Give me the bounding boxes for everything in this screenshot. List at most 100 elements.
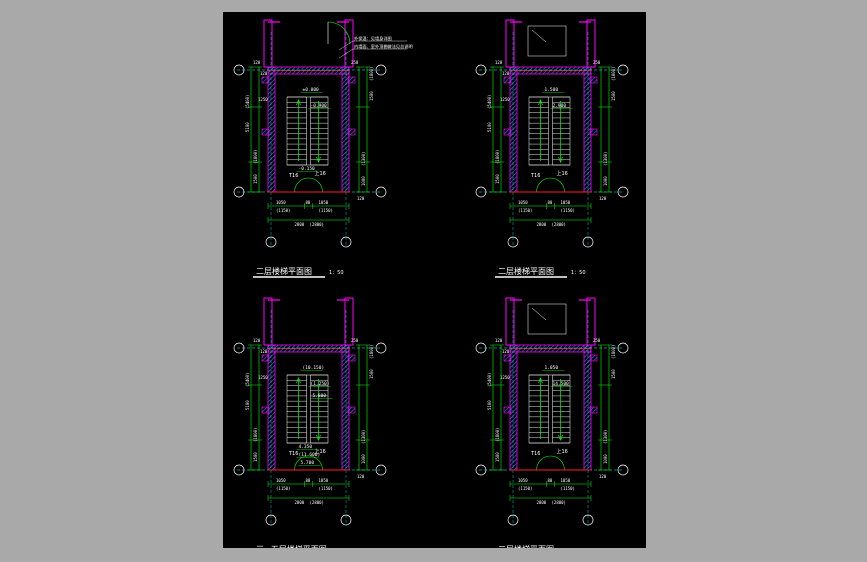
- wall-post: [589, 406, 598, 414]
- axis-bubble: [375, 342, 387, 354]
- dim-label-bottom: 1050: [561, 478, 571, 483]
- dim-label-bottom: (1150): [561, 208, 575, 213]
- stair-arrow-head: [538, 99, 543, 106]
- axis-bubble: [617, 342, 629, 354]
- stair-label: T16: [530, 173, 540, 179]
- dim-label-left: 5100: [487, 400, 492, 410]
- stair-arrow-head: [316, 156, 321, 163]
- wall-post: [261, 354, 270, 362]
- wall-projection-left: [505, 19, 515, 68]
- dim-label-left: (1800): [253, 150, 258, 164]
- stair-arrow-head: [558, 434, 563, 441]
- side-mark: 1250: [258, 97, 268, 102]
- dim-label-bottom: (2800): [552, 500, 566, 505]
- side-mark: 250: [351, 60, 359, 65]
- wall-post: [589, 354, 598, 362]
- dim-label-bottom: (1150): [276, 208, 290, 213]
- axis-bubble: [233, 186, 245, 198]
- dim-label-bottom: (1150): [276, 486, 290, 491]
- axis-bubble: [233, 64, 245, 76]
- dim-label-left: 5100: [487, 122, 492, 132]
- level-label: (1.250): [311, 381, 330, 387]
- stair-flight-outline: [528, 96, 571, 166]
- dim-label-bottom: 1050: [518, 478, 528, 483]
- dim-label-right: 1500: [611, 91, 616, 101]
- wall-post: [503, 354, 512, 362]
- axis-bubble: [375, 64, 387, 76]
- level-label: ±0.000: [303, 87, 320, 93]
- dim-label-right: 120: [357, 196, 365, 201]
- stair-flight-outline: [286, 374, 329, 444]
- stair-flight-outline: [286, 96, 329, 166]
- dim-label-left: 1500: [495, 452, 500, 462]
- stair-label: T16: [288, 173, 298, 179]
- wall-projection-left: [263, 297, 273, 346]
- door-swing-left: [294, 177, 309, 193]
- dim-label-right: 1000: [361, 176, 366, 186]
- stair-arrow-head: [296, 377, 301, 384]
- dim-label-bottom: (1150): [518, 208, 532, 213]
- dim-label-right: (1800): [369, 67, 374, 81]
- dim-label-left: (5400): [487, 373, 492, 387]
- door-swing-right: [550, 455, 565, 471]
- stair-direction: 上16: [315, 170, 326, 177]
- side-mark: 120: [260, 349, 268, 354]
- wall-post: [503, 128, 512, 136]
- axis-bubble: [582, 514, 594, 526]
- wall-post: [503, 76, 512, 84]
- dim-label-bottom: 80: [548, 478, 553, 483]
- dim-label-right: 1500: [369, 369, 374, 379]
- drawing-sheet: 1050 80 1050 (1150) (1150) 2800 (2800) 5100 (540…: [223, 12, 646, 548]
- stair-flight-outline: [528, 374, 571, 444]
- wall-post: [503, 406, 512, 414]
- axis-bubble: [375, 464, 387, 476]
- level-label: 1.050: [545, 365, 559, 371]
- door-swing-right: [308, 177, 323, 193]
- dim-label-right: 1000: [603, 454, 608, 464]
- dim-label-left: 120: [253, 338, 261, 343]
- dim-label-bottom: 80: [548, 200, 553, 205]
- side-mark: 1250: [500, 97, 510, 102]
- level-label: (11.600): [299, 452, 321, 458]
- dim-label-right: 1500: [369, 91, 374, 101]
- dim-label-bottom: (1150): [319, 208, 333, 213]
- dim-label-bottom: (1150): [319, 486, 333, 491]
- axis-bubble: [617, 464, 629, 476]
- dim-label-left: 120: [495, 60, 503, 65]
- door-swing-right: [308, 455, 323, 471]
- note-leader: [338, 48, 354, 59]
- side-mark: 250: [593, 60, 601, 65]
- axis-bubble: [475, 342, 487, 354]
- dim-label-bottom: 1050: [276, 478, 286, 483]
- dim-label-right: 120: [599, 474, 607, 479]
- side-mark: 1250: [500, 375, 510, 380]
- dim-label-bottom: (2800): [310, 500, 324, 505]
- wall-projection-left: [263, 19, 273, 68]
- wall-post: [261, 406, 270, 414]
- side-mark: 1250: [258, 375, 268, 380]
- side-mark: 250: [351, 338, 359, 343]
- dim-label-right: (1300): [603, 152, 608, 166]
- axis-bubble: [265, 514, 277, 526]
- dim-label-right: (1800): [611, 345, 616, 359]
- axis-bubble: [507, 236, 519, 248]
- stair-arrow-head: [558, 156, 563, 163]
- dim-label-left: 5100: [245, 122, 250, 132]
- plan-title: 三~五层楼梯平面图: [256, 544, 327, 548]
- dim-label-left: (1800): [495, 428, 500, 442]
- level-label: 5.800: [313, 393, 327, 399]
- dim-label-bottom: (2800): [552, 222, 566, 227]
- stair-direction: 上16: [557, 170, 568, 177]
- dim-label-right: 120: [357, 474, 365, 479]
- stair-label: T16: [530, 451, 540, 457]
- side-mark: 120: [260, 71, 268, 76]
- note-text: 内墙面、室外顶棚做法见总说明: [354, 43, 413, 50]
- dim-label-bottom: 2800: [295, 222, 305, 227]
- dim-label-left: (5400): [245, 95, 250, 109]
- dim-label-bottom: 2800: [537, 222, 547, 227]
- wall-post: [589, 128, 598, 136]
- dim-label-left: 5100: [245, 400, 250, 410]
